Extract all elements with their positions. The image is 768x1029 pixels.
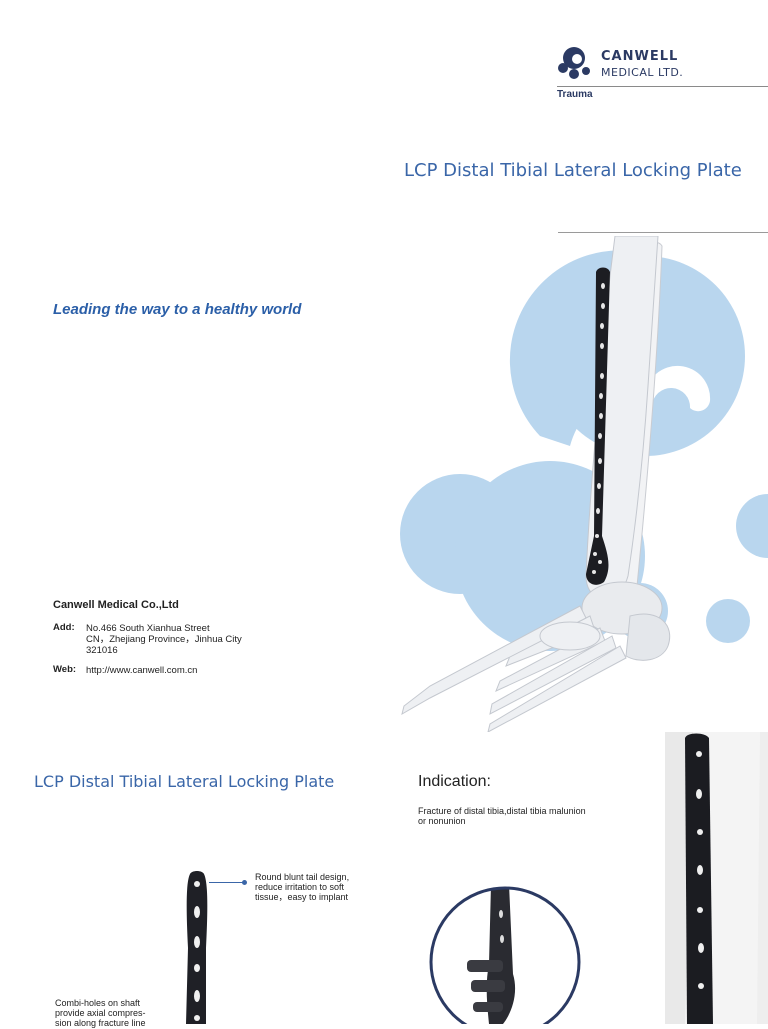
company-name: CANWELL (601, 49, 679, 64)
company-name-footer: Canwell Medical Co.,Ltd (53, 599, 179, 611)
callout-combi-line-1: Combi-holes on shaft (55, 998, 141, 1008)
callout-connector-line (209, 882, 244, 883)
magnified-view (429, 886, 581, 1024)
plate-closeup (186, 871, 208, 1024)
detail-title: LCP Distal Tibial Lateral Locking Plate (34, 772, 335, 791)
plate-photo (665, 732, 768, 1024)
web-label: Web: (53, 664, 77, 675)
callout-combi-line-2: provide axial compres- (55, 1008, 146, 1018)
callout-tail-line-1: Round blunt tail design, (255, 872, 350, 882)
company-subname: MEDICAL LTD. (601, 66, 684, 79)
address-line-1: No.466 South Xianhua Street (86, 623, 210, 634)
address-line-3: 321016 (86, 645, 118, 656)
section-label: Trauma (557, 89, 593, 100)
callout-tail-line-2: reduce irritation to soft (255, 882, 345, 892)
locking-plate (586, 267, 610, 585)
title-rule (558, 232, 768, 233)
cover-illustration (400, 236, 768, 732)
company-logo (557, 44, 597, 80)
indication-heading: Indication: (418, 773, 491, 790)
slogan: Leading the way to a healthy world (53, 301, 302, 318)
indication-line-1: Fracture of distal tibia,distal tibia ma… (418, 806, 586, 816)
decorative-circles (400, 250, 768, 651)
address-label: Add: (53, 622, 75, 633)
header-rule (557, 86, 768, 87)
address-line-2: CN，Zhejiang Province，Jinhua City (86, 634, 242, 645)
foot-bones (401, 605, 627, 732)
callout-dot (242, 880, 247, 885)
callout-tail-line-3: tissue，easy to implant (255, 892, 349, 902)
canwell-logo-icon (558, 47, 590, 79)
cover-title: LCP Distal Tibial Lateral Locking Plate (404, 160, 742, 181)
indication-line-2: or nonunion (418, 816, 466, 826)
callout-combi-line-3: sion along fracture line (55, 1018, 146, 1028)
web-url[interactable]: http://www.canwell.com.cn (86, 665, 198, 676)
